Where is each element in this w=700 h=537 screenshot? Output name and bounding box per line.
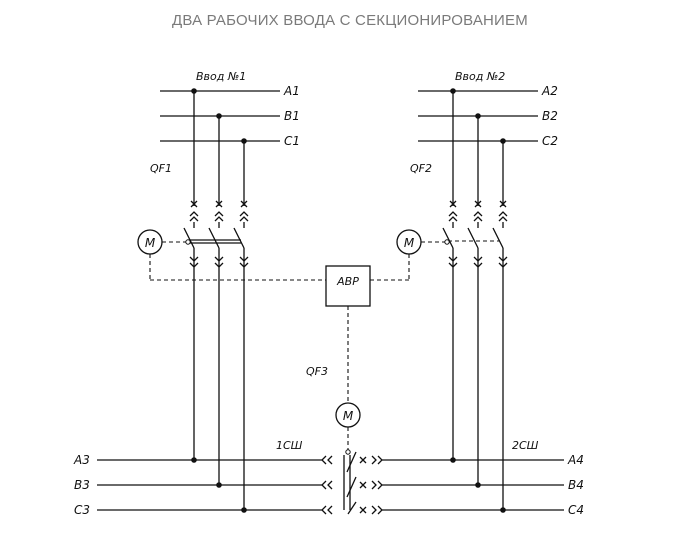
input2-phase-b-label: B2 — [542, 109, 558, 123]
input2-group: Ввод №2 A2 B2 C2 QF2 — [370, 70, 558, 510]
qf1-switch-blades — [183, 222, 245, 249]
input1-phase-b-label: B1 — [284, 109, 300, 123]
bus1-node-a — [191, 457, 197, 463]
qf2-switch-blades — [442, 222, 504, 249]
bus1-group: 1СШ A3 B3 C3 — [73, 439, 322, 517]
qf1-top-contacts — [189, 200, 249, 222]
input2-label: Ввод №2 — [455, 70, 505, 83]
bus2-phase-a-label: A4 — [567, 453, 584, 467]
avr-block: АВР — [325, 265, 371, 404]
bus2-node-c — [500, 507, 506, 513]
bus1-node-c — [241, 507, 247, 513]
bus1-phase-b-label: B3 — [74, 478, 90, 492]
input1-group: Ввод №1 A1 B1 C1 QF1 — [137, 70, 326, 510]
input2-phase-c-label: C2 — [542, 134, 558, 148]
bus2-label: 2СШ — [512, 439, 539, 452]
bus1-phase-c-label: C3 — [74, 503, 90, 517]
input2-phase-a-label: A2 — [541, 84, 558, 98]
diagram-title: ДВА РАБОЧИХ ВВОДА С СЕКЦИОНИРОВАНИЕМ — [172, 12, 528, 29]
input2-breaker-label: QF2 — [410, 162, 432, 175]
bus1-node-b — [216, 482, 222, 488]
input1-phase-a-label: A1 — [283, 84, 300, 98]
input1-breaker-label: QF1 — [150, 162, 172, 175]
qf2-motor-label: М — [404, 236, 415, 250]
bus2-phase-b-label: B4 — [568, 478, 584, 492]
bus2-node-b — [475, 482, 481, 488]
bus1-phase-a-label: A3 — [73, 453, 90, 467]
qf1-motor-label: М — [145, 236, 156, 250]
qf2-top-contacts — [448, 200, 508, 222]
qf3-label: QF3 — [306, 365, 328, 378]
bus2-phase-c-label: C4 — [568, 503, 584, 517]
avr-label: АВР — [336, 275, 359, 288]
bus1-label: 1СШ — [276, 439, 303, 452]
qf3-motor-label: М — [343, 409, 354, 423]
input1-label: Ввод №1 — [196, 70, 246, 83]
sectional-breaker: QF3 М — [306, 365, 383, 515]
input1-phase-c-label: C1 — [284, 134, 300, 148]
bus2-node-a — [450, 457, 456, 463]
bus2-group: 2СШ A4 B4 C4 — [382, 439, 584, 517]
